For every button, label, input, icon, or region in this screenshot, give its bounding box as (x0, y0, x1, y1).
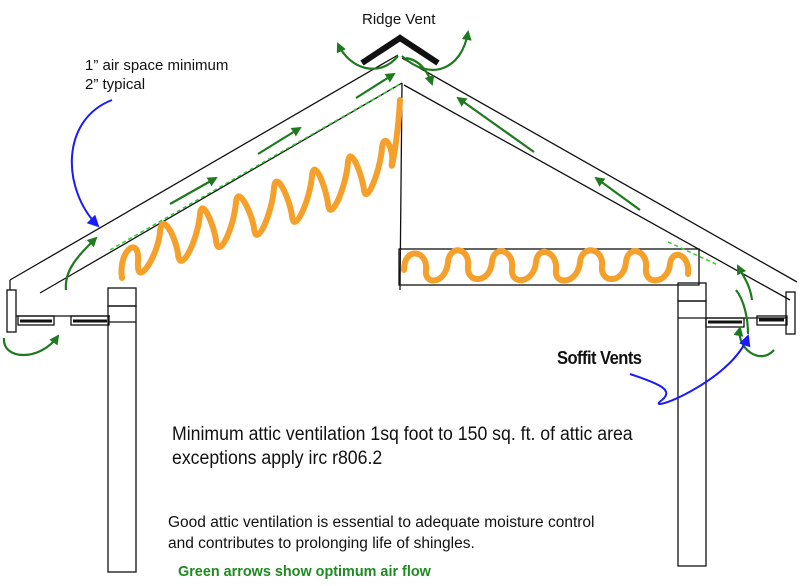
right-eave-curve-arrow (735, 289, 750, 335)
left-roof-top-line (9, 54, 399, 281)
right-roof-bottom-line (403, 84, 791, 301)
air-space-note: 1” air space minimum 2” typical (85, 56, 228, 94)
right-wall-stud (677, 300, 707, 567)
soffit-vents-pointer-arrow (629, 334, 751, 405)
ridge-exhaust-left-arrow (336, 42, 399, 70)
minimum-ventilation-line-1: Minimum attic ventilation 1sq foot to 15… (172, 424, 633, 445)
green-arrows-note: Green arrows show optimum air flow (178, 563, 431, 580)
left-rafter-arrow-2 (257, 126, 302, 155)
ceiling-joist (398, 248, 700, 286)
left-wall-stud (107, 305, 137, 573)
left-rafter-arrow-1 (169, 177, 218, 205)
right-soffit-intake-arrow (733, 326, 775, 358)
left-rafter-arrow-3 (355, 72, 396, 99)
good-ventilation-line-1: Good attic ventilation is essential to a… (168, 514, 595, 531)
ceiling-insulation (401, 247, 692, 284)
good-ventilation-note: Good attic ventilation is essential to a… (168, 512, 595, 554)
soffit-vent-bars (20, 318, 784, 324)
right-top-plate (677, 282, 707, 302)
roof-structure (6, 54, 798, 573)
right-roof-top-line (401, 57, 798, 283)
right-soffit-vent-1 (705, 317, 745, 328)
left-soffit-intake-arrow (2, 334, 60, 357)
left-fascia (6, 289, 17, 333)
right-rafter-arrow-1 (456, 96, 535, 153)
ridge-vent-label: Ridge Vent (362, 11, 436, 28)
left-eave-up-arrow (64, 236, 98, 291)
air-space-dashes (109, 83, 719, 266)
airflow-arrows (2, 30, 775, 358)
rafter-insulation (118, 97, 403, 281)
right-rafter-arrow-2 (594, 176, 641, 211)
ridge-vent-cap (360, 34, 440, 66)
air-space-line-2: 2” typical (85, 76, 146, 93)
minimum-ventilation-note: Minimum attic ventilation 1sq foot to 15… (172, 423, 633, 471)
ridge-exhaust-center-arrow (405, 56, 435, 86)
left-top-plate (107, 287, 137, 307)
right-eave-up-arrow (737, 264, 754, 301)
ridge-exhaust-right-arrow (401, 30, 472, 71)
right-soffit-vent-2 (756, 315, 788, 326)
good-ventilation-line-2: and contributes to prolonging life of sh… (168, 535, 475, 552)
pointer-arrows (71, 99, 751, 405)
minimum-ventilation-line-2: exceptions apply irc r806.2 (172, 448, 383, 469)
right-fascia (785, 291, 796, 335)
soffit-vents-label: Soffit Vents (557, 348, 642, 368)
air-space-pointer-arrow (71, 99, 113, 228)
air-space-line-1: 1” air space minimum (85, 57, 229, 74)
